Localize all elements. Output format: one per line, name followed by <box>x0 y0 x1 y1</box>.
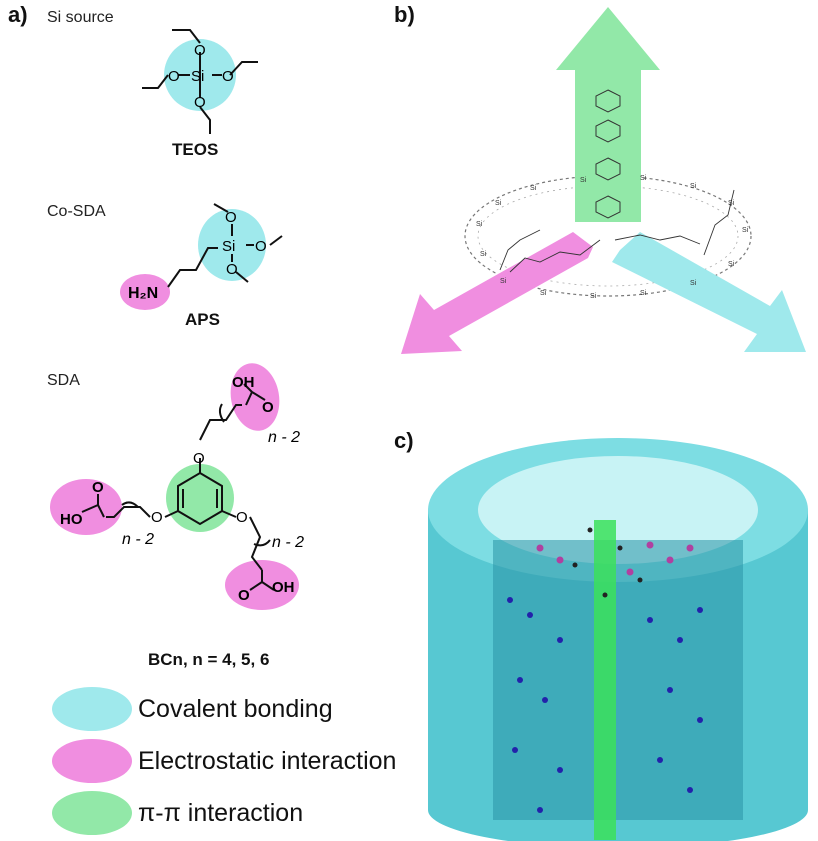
pi-stacking-column <box>594 520 616 840</box>
teos-name: TEOS <box>172 140 219 159</box>
legend-label-covalent: Covalent bonding <box>138 695 333 723</box>
tube-top-rim <box>428 438 808 582</box>
svg-text:Si: Si <box>530 185 537 192</box>
co-sda-label: Co-SDA <box>47 203 106 220</box>
electrostatic-highlight-bottom <box>225 560 299 610</box>
legend-label-electrostatic: Electrostatic interaction <box>138 747 397 775</box>
panel-label-a: a) <box>8 2 28 27</box>
atom-o-top: O <box>194 42 206 59</box>
panel-label-c: c) <box>394 428 414 453</box>
assembly-molecules <box>507 527 703 813</box>
legend-swatch-electrostatic <box>52 739 132 783</box>
chemical-structures: O O Si O O O Si O O H₂N <box>50 29 304 610</box>
svg-text:Si: Si <box>640 175 647 182</box>
svg-text:Si: Si <box>690 183 697 190</box>
svg-text:Si: Si <box>495 200 502 207</box>
bcn-name: BCn, n = 4, 5, 6 <box>148 650 270 669</box>
covalent-arrow <box>612 232 806 352</box>
si-source-label: Si source <box>47 9 114 26</box>
chain-length-left: n - 2 <box>122 531 154 548</box>
chain-length-right: n - 2 <box>272 534 304 551</box>
amine-group: H₂N <box>128 285 158 302</box>
atom-si-aps: Si <box>222 238 235 255</box>
electrostatic-arrow <box>401 232 593 354</box>
aromatic-stack <box>595 89 621 219</box>
svg-text:Si: Si <box>590 293 597 300</box>
aps-o-right: O <box>255 238 267 255</box>
svg-text:Si: Si <box>690 280 697 287</box>
ether-o-right: O <box>236 509 248 526</box>
ether-o-top: O <box>193 450 205 467</box>
aps-name: APS <box>185 310 220 329</box>
bcn-structure: O O O OH O O HO O OH n - 2 n - 2 n - 2 <box>50 363 304 610</box>
electrostatic-highlight-left <box>50 479 122 535</box>
svg-text:Si: Si <box>728 200 735 207</box>
pi-stacking-arrow <box>556 7 660 222</box>
molecular-chains <box>499 189 735 273</box>
carboxyl-bottom-oh: OH <box>272 579 295 596</box>
aps-o-bottom: O <box>226 261 238 278</box>
legend-label-pi: π-π interaction <box>138 799 304 827</box>
chain-length-top: n - 2 <box>268 429 300 446</box>
legend-swatch-covalent <box>52 687 132 731</box>
carboxyl-left-o: O <box>92 479 104 496</box>
svg-text:Si: Si <box>742 227 749 234</box>
silica-ring <box>464 175 752 297</box>
atom-o-bottom: O <box>194 94 206 111</box>
electrostatic-highlight-aps <box>120 274 170 310</box>
tube-opening <box>478 456 758 564</box>
atom-o-right: O <box>222 68 234 85</box>
pi-highlight-ring <box>166 464 234 532</box>
covalent-highlight-aps <box>198 209 266 281</box>
svg-text:Si: Si <box>540 290 547 297</box>
tube-body <box>428 510 808 841</box>
carboxyl-top-o: O <box>262 399 274 416</box>
svg-text:Si: Si <box>728 261 735 268</box>
aps-o-top: O <box>225 209 237 226</box>
panel-label-b: b) <box>394 2 415 27</box>
sda-label: SDA <box>47 372 80 389</box>
aps-structure: O Si O O H₂N <box>120 203 283 310</box>
svg-text:Si: Si <box>476 221 483 228</box>
teos-structure: O O Si O O <box>142 29 258 134</box>
silica-ring-inner <box>477 185 739 287</box>
legend-swatch-pi <box>52 791 132 835</box>
carboxyl-top-oh: OH <box>232 374 255 391</box>
svg-text:Si: Si <box>640 290 647 297</box>
svg-text:Si: Si <box>580 177 587 184</box>
carboxyl-left-ho: HO <box>60 511 83 528</box>
ether-o-left: O <box>151 509 163 526</box>
tube-inner-channel <box>493 540 743 820</box>
mesopore-tube <box>428 438 808 841</box>
carboxyl-bottom-o: O <box>238 587 250 604</box>
svg-text:Si: Si <box>500 278 507 285</box>
svg-text:Si: Si <box>480 251 487 258</box>
atom-o-left: O <box>168 68 180 85</box>
electrostatic-highlight-top <box>230 363 280 431</box>
atom-si-teos: Si <box>191 68 204 85</box>
